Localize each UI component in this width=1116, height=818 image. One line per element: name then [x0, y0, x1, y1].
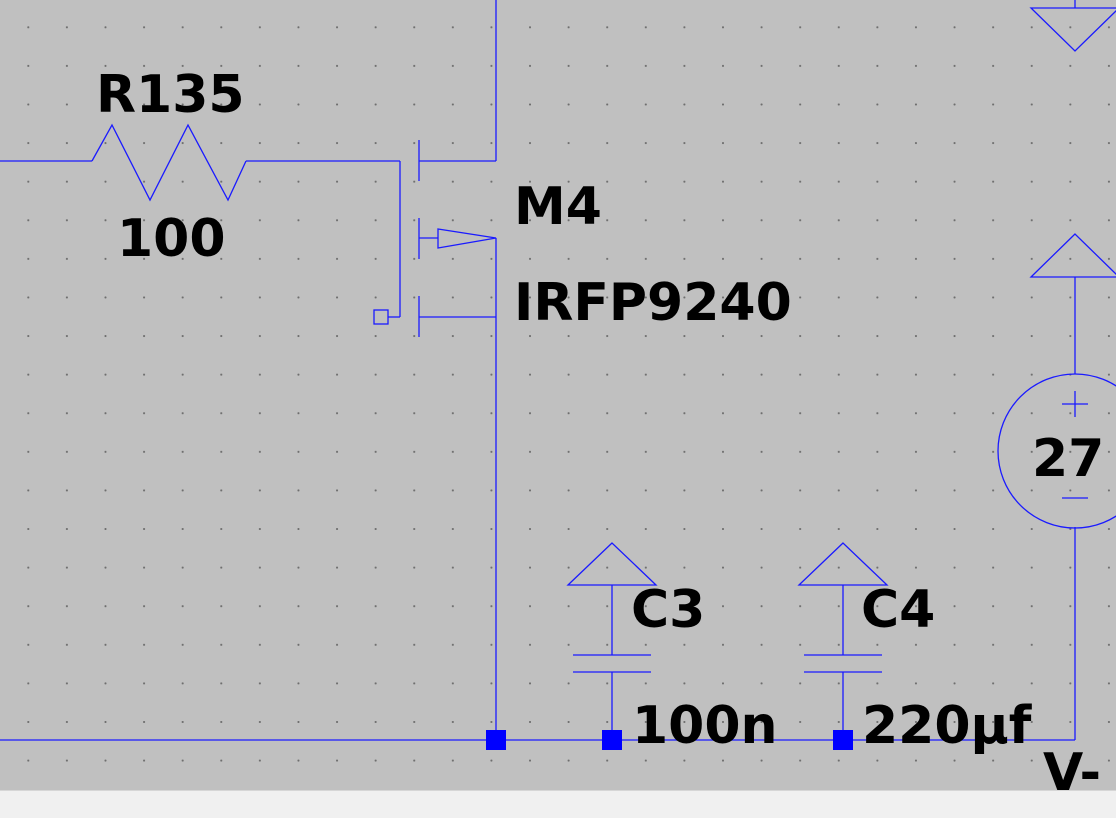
c3-supply-flag [566, 542, 658, 586]
c4-supply-flag [797, 542, 889, 586]
c4-name-label[interactable]: C4 [861, 580, 935, 640]
mosfet-m4[interactable] [373, 140, 497, 337]
source-circle [997, 373, 1116, 529]
c3-name-label[interactable]: C3 [631, 580, 705, 640]
source-supply-flag [1029, 233, 1116, 278]
resistor-r135[interactable] [91, 123, 247, 202]
resistor-zigzag [91, 123, 247, 202]
junction-node-c3[interactable] [602, 730, 622, 750]
resistor-value-label[interactable]: 100 [117, 209, 226, 269]
junctions [486, 730, 853, 750]
schematic-svg: R135 100 M4 IRFP9240 C3 100n [0, 0, 1116, 790]
c4-value-label[interactable]: 220µf [862, 696, 1033, 756]
mosfet-body-pin[interactable] [373, 309, 389, 325]
c3-value-label[interactable]: 100n [632, 696, 778, 756]
junction-node-source[interactable] [486, 730, 506, 750]
capacitor-c4[interactable] [797, 542, 889, 740]
resistor-name-label[interactable]: R135 [96, 65, 245, 125]
mosfet-name-label[interactable]: M4 [514, 177, 602, 237]
wires [0, 0, 1076, 741]
voltage-source[interactable] [997, 233, 1116, 529]
mosfet-arrow [437, 228, 497, 249]
net-label-v-minus[interactable]: V- [1043, 743, 1101, 790]
status-bar [0, 790, 1116, 818]
mosfet-model-label[interactable]: IRFP9240 [514, 273, 792, 333]
junction-node-c4[interactable] [833, 730, 853, 750]
schematic-canvas[interactable]: R135 100 M4 IRFP9240 C3 100n [0, 0, 1116, 790]
source-value-label[interactable]: 27 [1032, 429, 1104, 489]
capacitor-c3[interactable] [566, 542, 658, 740]
top-right-flag[interactable] [1029, 0, 1116, 52]
top-flag-triangle [1029, 7, 1116, 52]
